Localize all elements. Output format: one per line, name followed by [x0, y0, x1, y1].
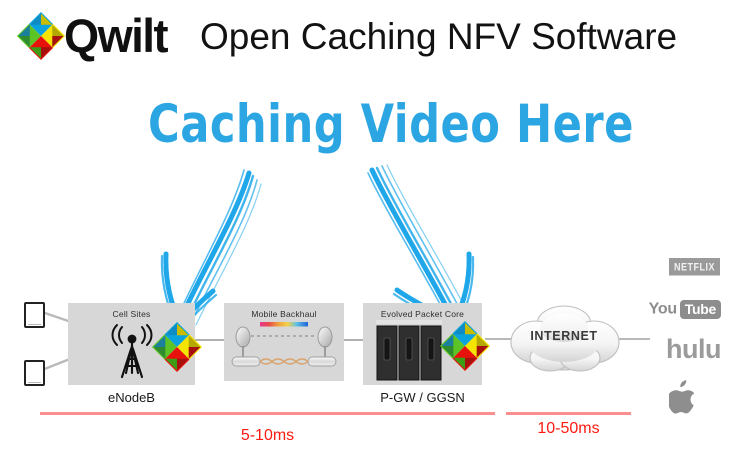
latency-access-label: 5-10ms [240, 427, 295, 444]
block-enodeb: Cell Sites [68, 303, 203, 385]
cell-tower-icon [111, 324, 153, 379]
server-rack-icon [376, 320, 442, 381]
wire-enodeb-to-backhaul [193, 339, 225, 341]
latency-internet-label: 10-50ms [537, 420, 600, 437]
block-enodeb-label: eNodeB [108, 390, 155, 405]
callout-text: Caching Video Here [148, 93, 634, 156]
block-epc-label: P-GW / GGSN [380, 390, 465, 405]
netflix-logo: NETFLIX [669, 258, 720, 276]
apple-logo-icon [667, 380, 699, 414]
page-title: Open Caching NFV Software [200, 16, 678, 57]
block-backhaul-caption: Mobile Backhaul [251, 309, 317, 319]
block-enodeb-caption: Cell Sites [112, 309, 151, 319]
latency-internet-rule [506, 412, 631, 415]
user-device-top [24, 302, 45, 328]
youtube-logo-you: You [648, 300, 677, 318]
wire-backhaul-to-epc [343, 339, 365, 341]
network-diagram: Cell Sites [0, 250, 731, 425]
user-device-bottom [24, 360, 45, 386]
cache-node-enodeb-icon [151, 321, 203, 378]
latency-access-rule [40, 412, 495, 415]
internet-cloud: INTERNET [506, 298, 622, 380]
microwave-link-icon [231, 322, 337, 367]
cache-node-epc-icon [439, 320, 491, 377]
block-epc-caption: Evolved Packet Core [380, 309, 465, 319]
block-epc: Evolved Packet Core [363, 303, 491, 385]
slide-header: Qwilt Open Caching NFV Software [0, 0, 731, 78]
hulu-logo: hulu [666, 334, 721, 364]
block-backhaul: Mobile Backhaul [224, 303, 344, 381]
brand-wordmark: Qwilt [64, 9, 169, 62]
internet-cloud-label: INTERNET [530, 329, 598, 343]
qwilt-diamond-logo-icon [16, 11, 66, 61]
youtube-logo-tube: Tube [679, 300, 721, 319]
